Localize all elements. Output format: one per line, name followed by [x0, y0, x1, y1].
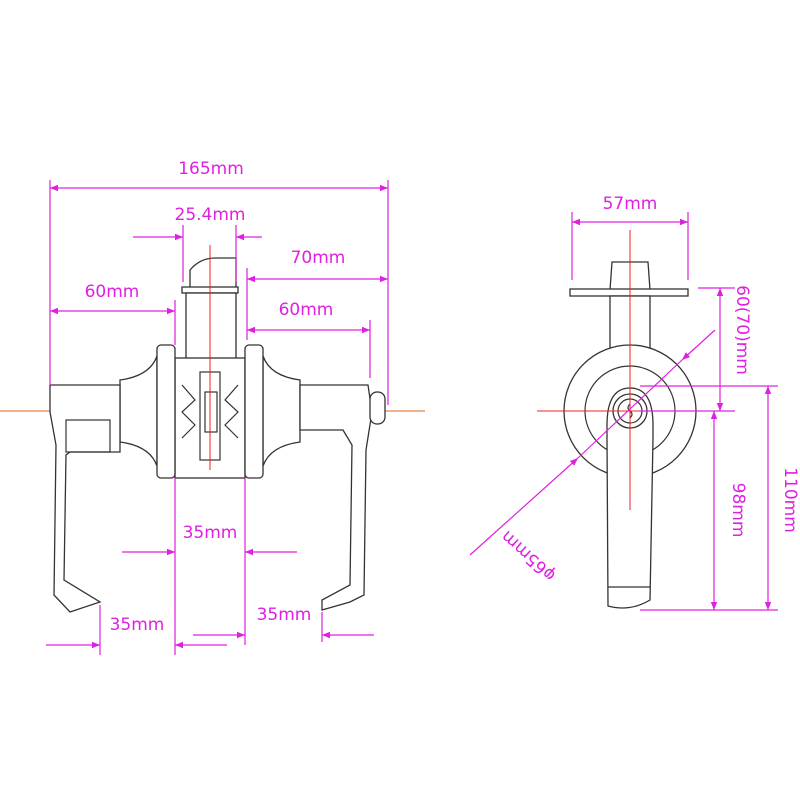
dim-35-middle: 35mm [183, 523, 238, 543]
dim-60-left: 60mm [85, 282, 140, 302]
dim-60-right: 60mm [279, 300, 334, 320]
dim-110: 110mm [780, 467, 800, 533]
dim-57: 57mm [603, 194, 658, 214]
dim-25-4: 25.4mm [175, 205, 246, 225]
right-lever [299, 384, 373, 611]
latch-body [185, 292, 237, 360]
side-view-lock [537, 230, 735, 609]
right-rose [244, 344, 264, 479]
latch-bolt [189, 257, 237, 289]
right-hub [262, 355, 301, 467]
dim-35-left: 35mm [110, 615, 165, 635]
dim-phi-65: φ65mm [497, 526, 559, 585]
dim-70: 70mm [291, 248, 346, 268]
front-view-dimensions: 165mm 25.4mm 70mm 60mm 60mm 35mm 35mm 35… [46, 159, 389, 655]
front-view-lock [0, 245, 425, 613]
dim-35-right: 35mm [257, 605, 312, 625]
left-rose [156, 344, 176, 479]
left-hub [119, 355, 158, 467]
dim-60-70: 60(70)mm [732, 285, 752, 375]
dim-overall-width: 165mm [178, 159, 244, 179]
dim-98: 98mm [728, 483, 748, 538]
faceplate [569, 288, 689, 297]
left-lever [49, 384, 121, 613]
turn-button [369, 391, 386, 425]
